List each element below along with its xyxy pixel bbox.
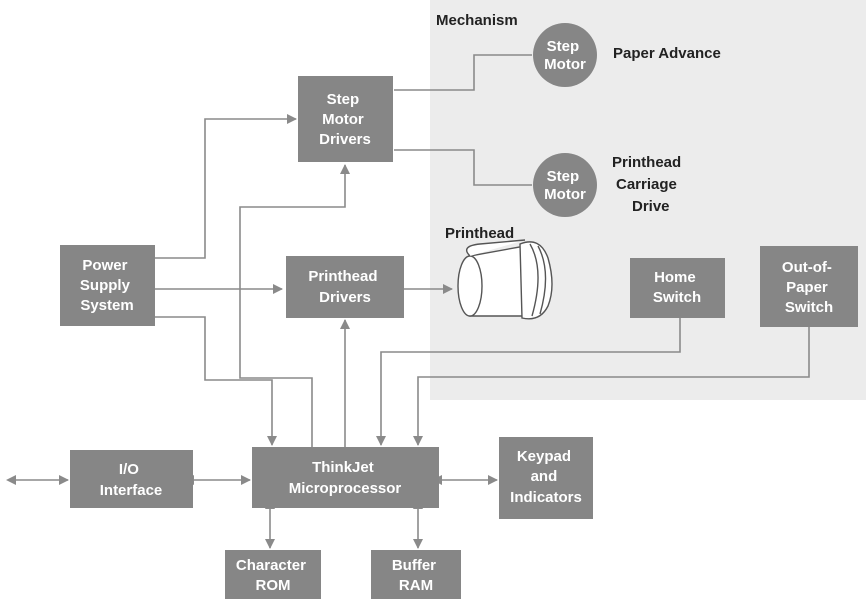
home-switch-line2: Switch	[653, 289, 701, 306]
microprocessor-line2: Microprocessor	[289, 480, 402, 497]
svg-text:I/O Interface: I/O Interface	[100, 461, 163, 499]
microprocessor-line1: ThinkJet	[312, 459, 374, 476]
home-switch-block: Home Switch	[630, 258, 725, 318]
svg-text:Buffer RAM: Buffer RAM	[392, 557, 440, 594]
keypad-line2: and	[531, 468, 558, 485]
buffer-ram-line2: RAM	[399, 577, 433, 594]
paper-step-motor: Step Motor	[533, 23, 597, 87]
buffer-ram-block: Buffer RAM	[371, 550, 461, 599]
carriage-step-motor-line2: Motor	[544, 186, 586, 203]
printhead-carriage-drive-line1: Printhead	[612, 154, 681, 171]
step-motor-drivers-line2: Motor	[322, 111, 364, 128]
svg-text:Keypad and Indicat: Keypad and Indicators	[510, 448, 582, 506]
out-of-paper-line1: Out-of-	[782, 259, 832, 276]
carriage-step-motor: Step Motor	[533, 153, 597, 217]
out-of-paper-line3: Switch	[785, 299, 833, 316]
step-motor-drivers-line1: Step	[327, 91, 360, 108]
out-of-paper-line2: Paper	[786, 279, 828, 296]
home-switch-line1: Home	[654, 269, 696, 286]
svg-text:Step Motor: Step Motor	[544, 168, 586, 203]
paper-step-motor-line1: Step	[547, 38, 580, 55]
svg-text:Home Switch: Home Switch	[653, 269, 701, 306]
printhead-drivers-line2: Drivers	[319, 289, 371, 306]
mechanism-label: Mechanism	[436, 12, 518, 29]
printhead-drivers-line1: Printhead	[308, 268, 377, 285]
character-rom-line2: ROM	[256, 577, 291, 594]
printhead-label: Printhead	[445, 225, 514, 242]
power-supply-line2: Supply	[80, 277, 131, 294]
svg-text:Printhead Drivers: Printhead Drivers	[308, 268, 381, 306]
svg-text:Step Motor: Step Motor	[544, 38, 586, 73]
carriage-step-motor-line1: Step	[547, 168, 580, 185]
svg-text:ThinkJet Microprocessor: ThinkJet Microprocessor	[289, 459, 402, 497]
microprocessor-block: ThinkJet Microprocessor	[252, 447, 439, 508]
paper-step-motor-line2: Motor	[544, 56, 586, 73]
keypad-line3: Indicators	[510, 489, 582, 506]
io-interface-block: I/O Interface	[70, 450, 193, 508]
paper-advance-label: Paper Advance	[613, 45, 721, 62]
printhead-carriage-drive-line2: Carriage	[616, 176, 677, 193]
power-supply-block: Power Supply System	[60, 245, 155, 326]
out-of-paper-switch-block: Out-of- Paper Switch	[760, 246, 858, 327]
svg-text:Out-of- Paper Swit: Out-of- Paper Switch	[782, 259, 836, 316]
character-rom-block: Character ROM	[225, 550, 321, 599]
mechanism-region	[430, 0, 866, 400]
printhead-drivers-block: Printhead Drivers	[286, 256, 404, 318]
power-supply-line3: System	[80, 297, 133, 314]
buffer-ram-line1: Buffer	[392, 557, 436, 574]
svg-text:Power Supply Syste: Power Supply System	[80, 257, 134, 314]
printhead-carriage-drive-line3: Drive	[632, 198, 670, 215]
svg-text:Character ROM: Character ROM	[236, 557, 310, 594]
svg-text:Step Motor Drivers: Step Motor Drivers	[319, 91, 371, 148]
io-interface-line2: Interface	[100, 482, 163, 499]
power-supply-line1: Power	[82, 257, 127, 274]
step-motor-drivers-line3: Drivers	[319, 131, 371, 148]
printhead-carriage-drive-label: Printhead Carriage Drive	[612, 154, 685, 215]
connections	[6, 54, 810, 549]
keypad-line1: Keypad	[517, 448, 571, 465]
printhead-icon	[457, 239, 553, 320]
character-rom-line1: Character	[236, 557, 306, 574]
step-motor-drivers-block: Step Motor Drivers	[298, 76, 393, 162]
io-interface-line1: I/O	[119, 461, 139, 478]
keypad-indicators-block: Keypad and Indicators	[499, 437, 593, 519]
